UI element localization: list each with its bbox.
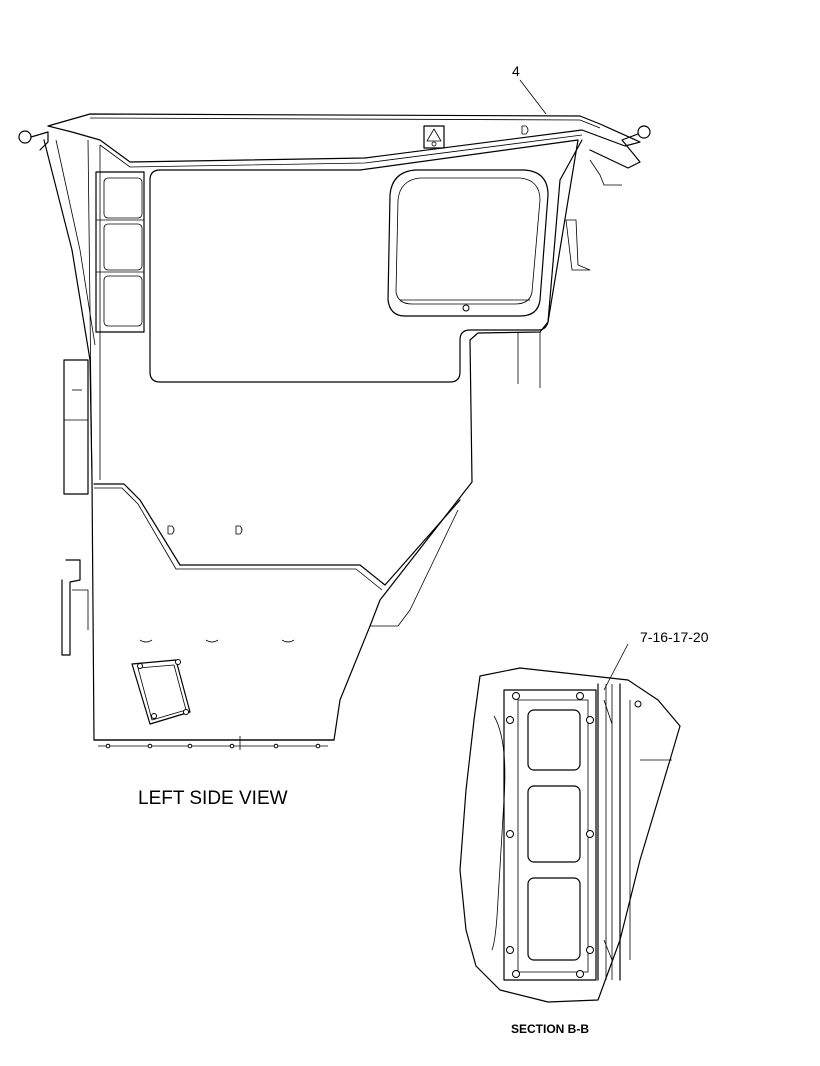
rear-window-grid: [95, 171, 145, 333]
panel-markings: [139, 125, 529, 643]
warning-decal-icon: [423, 125, 445, 149]
section-b-b-drawing: [459, 667, 681, 1003]
left-side-view-title: LEFT SIDE VIEW: [138, 788, 288, 809]
section-outline: [459, 667, 681, 1003]
callout-section-label: 7-16-17-20: [640, 629, 709, 645]
left-post: [43, 139, 583, 741]
section-frame: [503, 689, 597, 981]
lower-panel: [93, 483, 461, 586]
right-lift-eye: [589, 125, 651, 186]
section-cell-2: [527, 785, 581, 863]
callout-4-label: 4: [512, 63, 520, 79]
roof-rail: [47, 113, 641, 163]
section-channel: [597, 683, 672, 981]
roof-rail-bottom: [99, 134, 583, 168]
left-lift-eye: [18, 130, 49, 151]
bottom-rail: [93, 736, 335, 750]
roof-rail-inner: [89, 117, 601, 129]
upper-panel: [149, 139, 579, 383]
door-window: [387, 169, 549, 317]
section-cell-3: [527, 877, 581, 961]
callout-section-leader: [603, 643, 629, 691]
section-b-b-title: SECTION B-B: [511, 1022, 589, 1036]
access-plate: [131, 659, 191, 725]
section-cell-1: [527, 709, 581, 771]
callout-4-leader: [519, 79, 547, 115]
left-handle: [61, 559, 89, 656]
left-side-view-drawing: [18, 113, 651, 750]
section-bolts: [506, 692, 642, 978]
right-posts: [517, 219, 591, 388]
left-side-box: [63, 359, 89, 495]
